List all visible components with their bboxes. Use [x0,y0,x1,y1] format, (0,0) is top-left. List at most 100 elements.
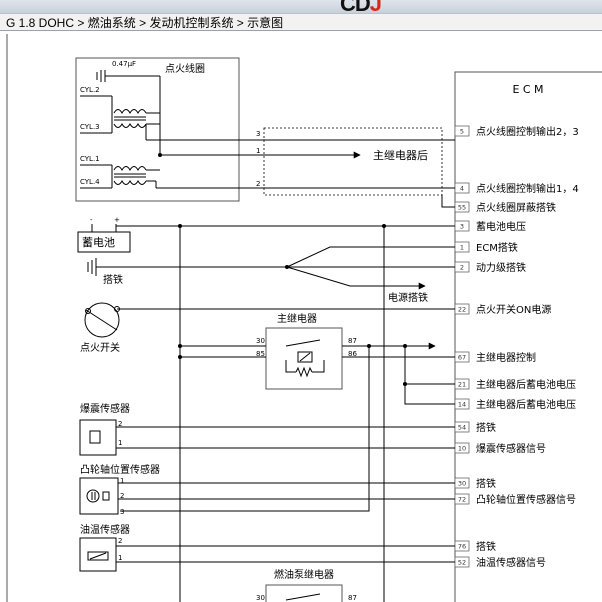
main-relay-after-label: 主继电器后 [373,149,428,162]
breadcrumb-sep: > [139,16,147,30]
cam-pin: 2 [120,492,124,500]
battery-terminal: + [114,216,120,224]
breadcrumb-sep: > [77,16,85,30]
ecm-pin-row: 10 爆震传感器信号 [454,442,546,455]
ecm-pin-label: 凸轮轴位置传感器信号 [476,493,576,506]
ecm-pin-label: 点火开关ON电源 [476,303,551,316]
coil-terminal: 1 [256,147,260,155]
cyl-label: CYL.1 [80,155,100,163]
fuel-pump-relay-title: 燃油泵继电器 [274,568,334,581]
ecm-pin-label: 搭铁 [476,540,496,553]
ignition-coil: 点火线圈 0.47μF CYL.2 CYL.3 CYL.1 CYL.4 [75,57,260,202]
ignition-coil-title: 点火线圈 [165,62,205,75]
ecm-pin-label: 蓄电池电压 [476,220,526,233]
ground-symbol: 搭铁 电源搭铁 [87,246,455,304]
ecm-pin-label: 主继电器后蓄电池电压 [476,398,576,411]
ecm-pin-label: 爆震传感器信号 [476,442,546,455]
ecm-pin-row: 52 油温传感器信号 [454,556,546,569]
knock-sensor-label: 爆震传感器 [80,402,130,415]
relay-pin: 85 [256,350,265,358]
ecm-pin-number: 72 [458,496,466,504]
ecm-pin-row: 72 凸轮轴位置传感器信号 [454,493,576,506]
ecm-pin-number: 10 [458,445,466,453]
ecm-pin-number: 22 [458,306,466,314]
relay-pin: 30 [256,594,265,602]
ignition-switch-label: 点火开关 [80,341,120,354]
breadcrumb-model[interactable]: G 1.8 DOHC [6,16,75,30]
main-relay-title: 主继电器 [277,312,317,325]
ecm-pin-row: 55 点火线圈屏蔽搭铁 [454,201,556,214]
ecm-pin-number: 67 [458,354,466,362]
ecm-pin-label: 搭铁 [476,421,496,434]
ecm-pin-label: ECM搭铁 [476,241,518,254]
ecm-pin-label: 油温传感器信号 [476,556,546,569]
ecm-pin-row: 30 搭铁 [454,477,496,490]
brand-logo: CDJ [340,0,382,13]
breadcrumb-engine-control[interactable]: 发动机控制系统 [149,16,234,30]
top-banner: CDJ [0,0,602,13]
relay-pin: 86 [348,350,357,358]
ignition-switch: 点火开关 [80,302,455,354]
ecm-pin-number: 54 [458,424,466,432]
ecm-pin-number: 1 [460,244,464,252]
ecm-pin-label: 点火线圈屏蔽搭铁 [476,201,556,214]
breadcrumb-sep: > [236,16,244,30]
ecm-pin-row: 22 点火开关ON电源 [454,303,551,316]
knock-sensor: 爆震传感器 2 1 [79,402,455,456]
ecm-pin-number: 30 [458,480,466,488]
cam-pin: 1 [120,477,124,485]
cam-sensor-label: 凸轮轴位置传感器 [80,463,160,476]
cyl-label: CYL.2 [80,86,100,94]
ecm-pin-label: 主继电器控制 [476,351,536,364]
ecm-pin-box [454,125,470,137]
ecm-pin-row: 1 ECM搭铁 [454,241,518,254]
ecm-pin-number: 52 [458,559,466,567]
sensor-pin: 2 [118,420,122,428]
ecm-pin-row: 54 搭铁 [454,421,496,434]
relay-pin: 87 [348,594,357,602]
ecm-pin-label: 搭铁 [476,477,496,490]
fuel-pump-relay: 燃油泵继电器 30 87 [256,568,357,602]
capacitor-label: 0.47μF [112,60,136,68]
ecm-pin-label: 点火线圈控制输出2，3 [476,125,579,138]
ecm-pin-number: 55 [458,204,466,212]
cyl-label: CYL.4 [80,178,100,186]
ecm-pin-number: 21 [458,381,466,389]
battery-label: 蓄电池 [82,236,115,249]
ground-label: 搭铁 [103,273,123,286]
coil-terminal: 3 [256,130,260,138]
ecm-pin-number: 76 [458,543,466,551]
ecm-pin-row: 14 主继电器后蓄电池电压 [454,398,576,411]
ecm-pin-label: 主继电器后蓄电池电压 [476,378,576,391]
battery-terminal: - [90,216,93,224]
ecm-pin-number: 3 [460,223,464,231]
ecm-pin-number: 2 [460,264,464,272]
ecm-pin-row: 67 主继电器控制 [454,351,536,364]
ecm-pin-label: 动力级搭铁 [476,261,526,274]
main-relay: 主继电器 30 87 85 86 [256,312,357,390]
ecm-pin-row: 21 主继电器后蓄电池电压 [454,378,576,391]
coil-terminal: 2 [256,180,260,188]
ecm-pin-number: 4 [460,185,464,193]
power-ground-label: 电源搭铁 [388,291,428,304]
breadcrumb-schematic: 示意图 [247,16,284,30]
ecm-pin-row: 76 搭铁 [454,540,496,553]
cyl-label: CYL.3 [80,123,100,131]
ecm-title: E C M [512,83,543,96]
cam-pin: 3 [120,508,124,516]
relay-pin: 87 [348,337,357,345]
sensor-pin: 1 [118,439,122,447]
breadcrumb: G 1.8 DOHC > 燃油系统 > 发动机控制系统 > 示意图 [0,13,602,31]
sensor-pin: 2 [118,537,122,545]
oil-temp-sensor-label: 油温传感器 [80,523,130,536]
relay-pin: 30 [256,337,265,345]
breadcrumb-fuel-system[interactable]: 燃油系统 [87,16,136,30]
sensor-pin: 1 [118,554,122,562]
ecm-pin-number: 14 [458,401,466,409]
ecm-pin-row: 3 蓄电池电压 [454,220,526,233]
ecm-pin-row: 2 动力级搭铁 [454,261,526,274]
